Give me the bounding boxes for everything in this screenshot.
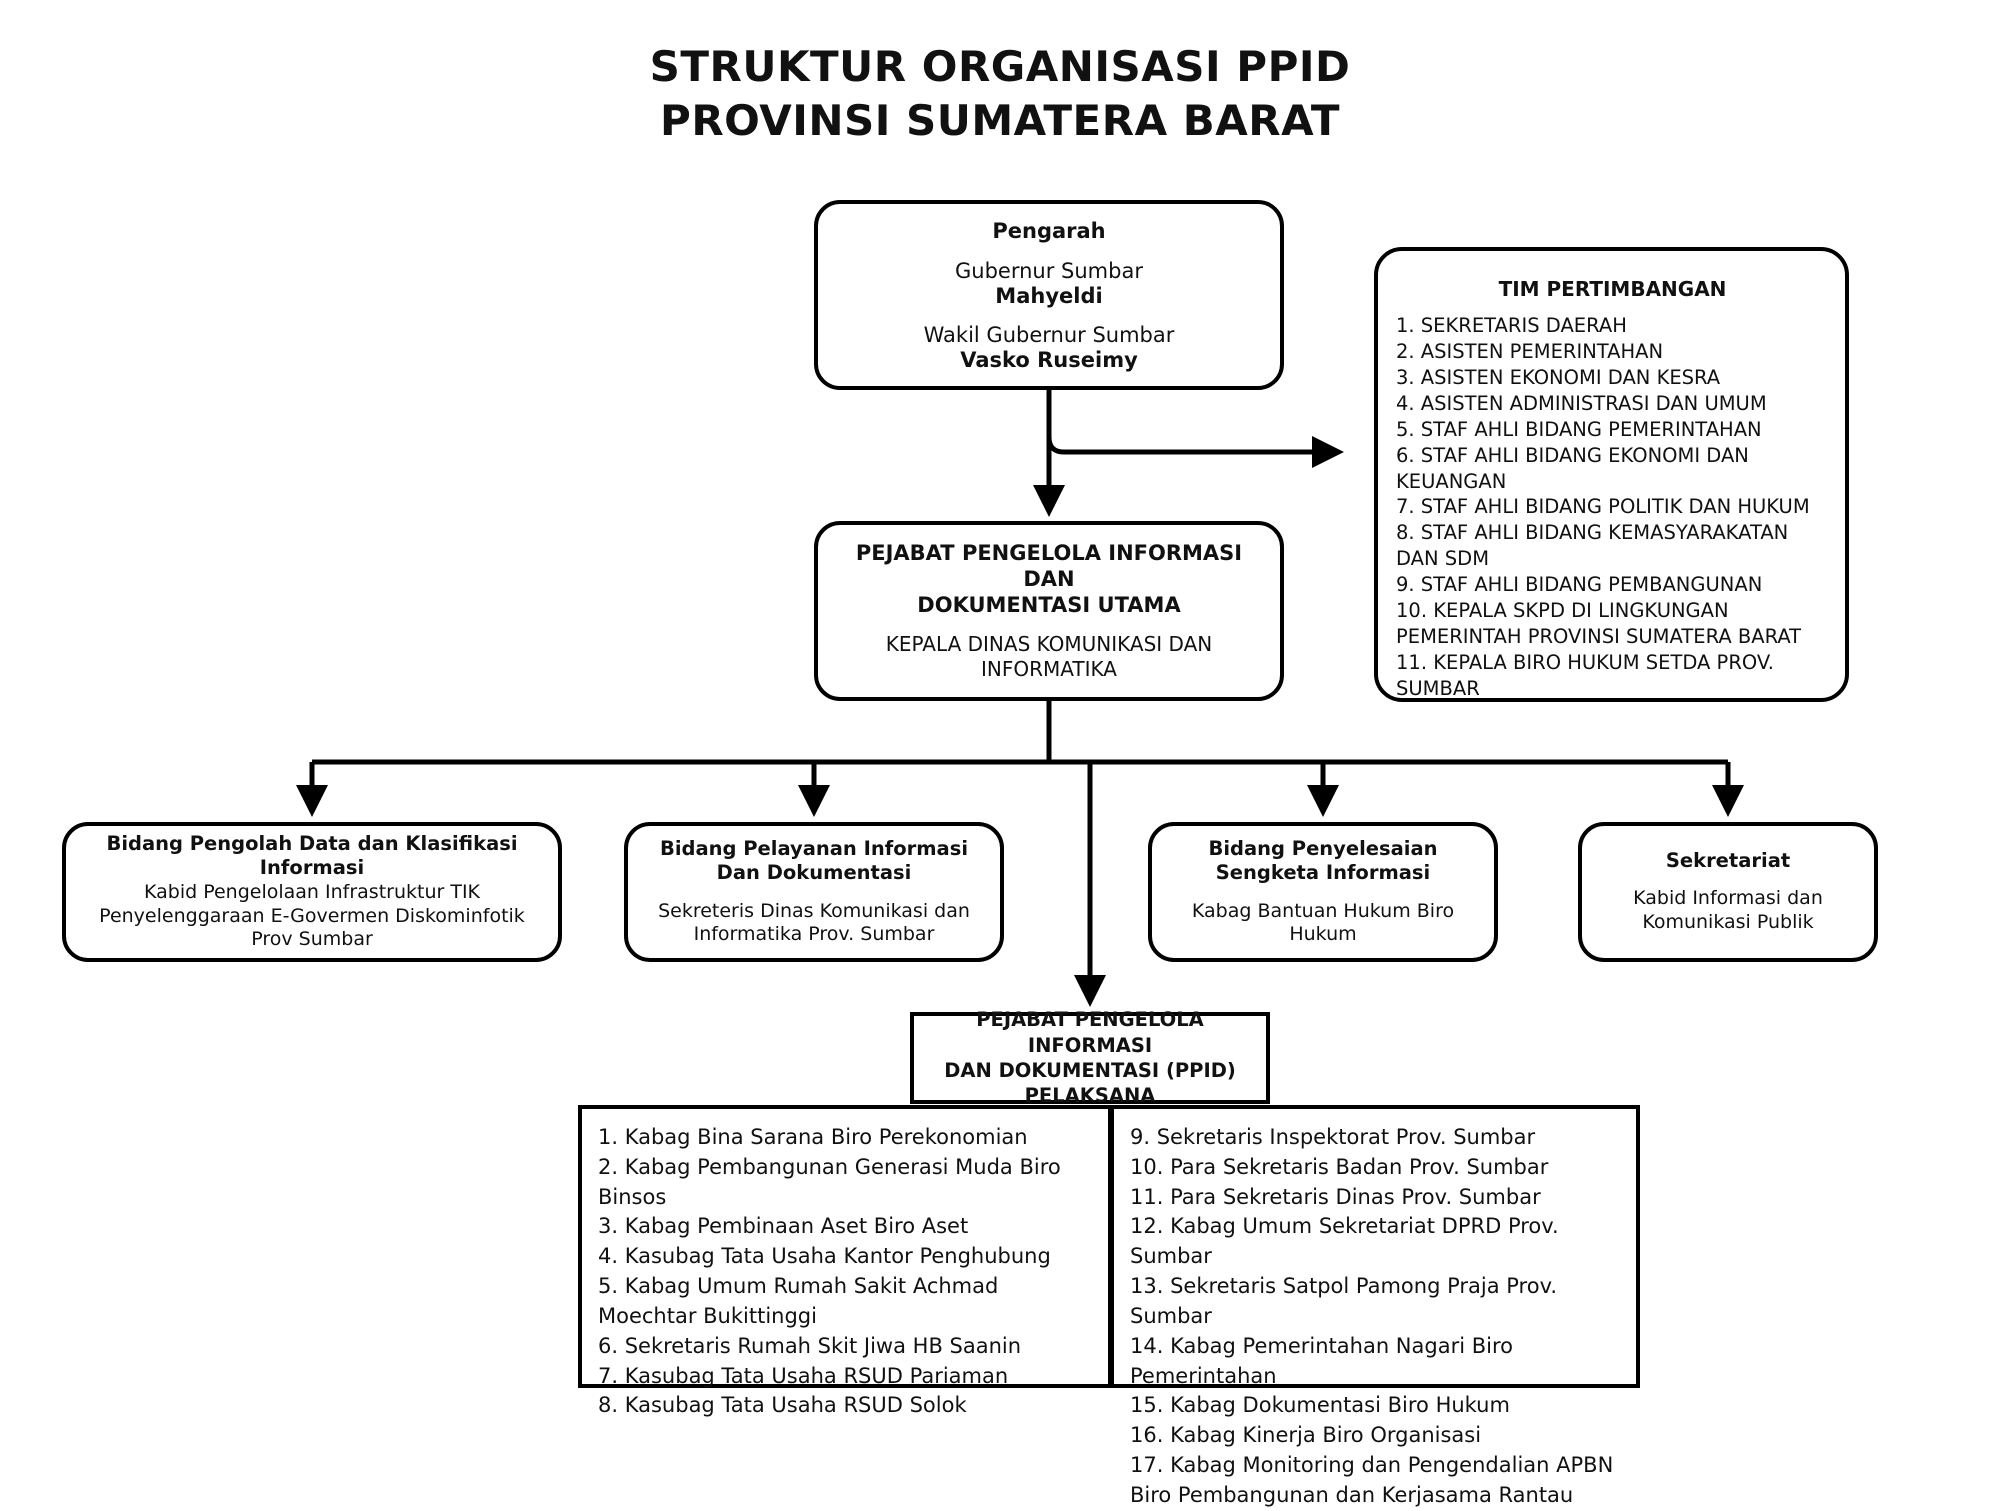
list-item: 8. Kasubag Tata Usaha RSUD Solok	[598, 1393, 967, 1418]
list-item: 4. ASISTEN ADMINISTRASI DAN UMUM	[1396, 391, 1767, 415]
bidang-subtitle: Kabag Bantuan Hukum Biro Hukum	[1191, 899, 1455, 946]
list-item: 11. KEPALA BIRO HUKUM SETDA PROV. SUMBAR	[1396, 650, 1774, 700]
list-item: 1. Kabag Bina Sarana Biro Perekonomian	[598, 1125, 1028, 1149]
tim-pertimbangan-heading: TIM PERTIMBANGAN	[1498, 277, 1727, 301]
list-item: 1. SEKRETARIS DAERAH	[1396, 314, 1627, 337]
pengarah-role-1: Gubernur Sumbar	[955, 258, 1143, 283]
page-title: STRUKTUR ORGANISASI PPID PROVINSI SUMATE…	[0, 40, 2000, 148]
page-title-line-1: STRUKTUR ORGANISASI PPID	[649, 42, 1351, 91]
node-ppid-pelaksana[interactable]: PEJABAT PENGELOLA INFORMASI DAN DOKUMENT…	[910, 1008, 1270, 1107]
list-item: 8. STAF AHLI BIDANG KEMASYARAKATAN DAN S…	[1396, 521, 1789, 571]
list-item: 4. Kasubag Tata Usaha Kantor Penghubung	[598, 1244, 1051, 1269]
ppid-pelaksana-list-left[interactable]: 1. Kabag Bina Sarana Biro Perekonomian 2…	[578, 1105, 1112, 1417]
list-item: 13. Sekretaris Satpol Pamong Praja Prov.…	[1130, 1274, 1558, 1328]
bidang-subtitle: Sekreteris Dinas Komunikasi dan Informat…	[658, 899, 970, 946]
bidang-heading: Bidang Pelayanan Informasi Dan Dokumenta…	[659, 836, 969, 885]
list-item: 3. Kabag Pembinaan Aset Biro Aset	[598, 1214, 969, 1239]
node-tim-pertimbangan[interactable]: TIM PERTIMBANGAN 1. SEKRETARIS DAERAH 2.…	[1374, 247, 1849, 702]
ppid-utama-heading-line-1: PEJABAT PENGELOLA INFORMASI DAN	[855, 540, 1243, 591]
tim-pertimbangan-list: 1. SEKRETARIS DAERAH 2. ASISTEN PEMERINT…	[1396, 313, 1829, 702]
pengarah-name-2: Vasko Ruseimy	[960, 348, 1138, 373]
list-item: 3. ASISTEN EKONOMI DAN KESRA	[1396, 365, 1721, 389]
bidang-heading: Bidang Pengolah Data dan Klasifikasi Inf…	[106, 832, 518, 880]
node-bidang-penyelesaian-sengketa[interactable]: Bidang Penyelesaian Sengketa Informasi K…	[1148, 822, 1498, 962]
ppid-pelaksana-heading-line-3: PELAKSANA	[1024, 1084, 1156, 1108]
list-left-items: 1. Kabag Bina Sarana Biro Perekonomian 2…	[598, 1123, 1092, 1421]
node-bidang-pelayanan-informasi[interactable]: Bidang Pelayanan Informasi Dan Dokumenta…	[624, 822, 1004, 962]
list-item: 6. Sekretaris Rumah Skit Jiwa HB Saanin	[598, 1333, 1022, 1358]
ppid-pelaksana-heading-line-1: PEJABAT PENGELOLA INFORMASI	[976, 1008, 1204, 1057]
list-item: 2. Kabag Pembangunan Generasi Muda Biro …	[598, 1154, 1061, 1209]
list-item: 9. Sekretaris Inspektorat Prov. Sumbar	[1130, 1125, 1536, 1149]
page-title-line-2: PROVINSI SUMATERA BARAT	[660, 95, 1340, 145]
node-ppid-utama[interactable]: PEJABAT PENGELOLA INFORMASI DAN DOKUMENT…	[814, 521, 1284, 701]
pengarah-role-2: Wakil Gubernur Sumbar	[923, 323, 1175, 348]
list-item: 10. Para Sekretaris Badan Prov. Sumbar	[1130, 1154, 1549, 1179]
org-chart-canvas: STRUKTUR ORGANISASI PPID PROVINSI SUMATE…	[0, 40, 2000, 1507]
list-item: 5. Kabag Umum Rumah Sakit Achmad Moechta…	[598, 1274, 999, 1328]
node-bidang-pengolah-data[interactable]: Bidang Pengolah Data dan Klasifikasi Inf…	[62, 822, 562, 962]
list-item: 16. Kabag Kinerja Biro Organisasi	[1130, 1423, 1482, 1448]
list-item: 9. STAF AHLI BIDANG PEMBANGUNAN	[1396, 573, 1763, 597]
list-item: 7. STAF AHLI BIDANG POLITIK DAN HUKUM	[1396, 495, 1810, 519]
pengarah-name-1: Mahyeldi	[995, 284, 1103, 309]
bidang-heading: Bidang Penyelesaian Sengketa Informasi	[1208, 836, 1438, 885]
list-item: 12. Kabag Umum Sekretariat DPRD Prov. Su…	[1130, 1214, 1559, 1269]
list-item: 11. Para Sekretaris Dinas Prov. Sumbar	[1130, 1184, 1541, 1209]
list-item: 14. Kabag Pemerintahan Nagari Biro Pemer…	[1130, 1333, 1513, 1388]
ppid-pelaksana-list-right[interactable]: 9. Sekretaris Inspektorat Prov. Sumbar 1…	[1110, 1105, 1640, 1507]
list-item: 6. STAF AHLI BIDANG EKONOMI DAN KEUANGAN	[1396, 443, 1749, 493]
list-item: 15. Kabag Dokumentasi Biro Hukum	[1130, 1393, 1510, 1418]
pengarah-heading: Pengarah	[992, 218, 1106, 243]
bidang-subtitle: Kabid Informasi dan Komunikasi Publik	[1633, 887, 1823, 934]
list-item: 17. Kabag Monitoring dan Pengendalian AP…	[1130, 1452, 1614, 1507]
list-item: 2. ASISTEN PEMERINTAHAN	[1396, 339, 1664, 363]
ppid-utama-heading-line-2: DOKUMENTASI UTAMA	[917, 593, 1181, 618]
ppid-pelaksana-heading-line-2: DAN DOKUMENTASI (PPID)	[944, 1059, 1236, 1082]
ppid-utama-subtitle: KEPALA DINAS KOMUNIKASI DAN INFORMATIKA	[885, 632, 1213, 682]
list-item: 7. Kasubag Tata Usaha RSUD Pariaman	[598, 1363, 1009, 1388]
bidang-subtitle: Kabid Pengelolaan Infrastruktur TIK Peny…	[99, 880, 525, 951]
list-item: 5. STAF AHLI BIDANG PEMERINTAHAN	[1396, 417, 1762, 441]
node-pengarah[interactable]: Pengarah Gubernur Sumbar Mahyeldi Wakil …	[814, 200, 1284, 390]
bidang-heading: Sekretariat	[1665, 849, 1791, 873]
node-sekretariat[interactable]: Sekretariat Kabid Informasi dan Komunika…	[1578, 822, 1878, 962]
list-item: 10. KEPALA SKPD DI LINGKUNGAN PEMERINTAH…	[1396, 599, 1802, 649]
link-pengarah-to-tim	[1046, 390, 1344, 468]
list-right-items: 9. Sekretaris Inspektorat Prov. Sumbar 1…	[1130, 1123, 1620, 1511]
